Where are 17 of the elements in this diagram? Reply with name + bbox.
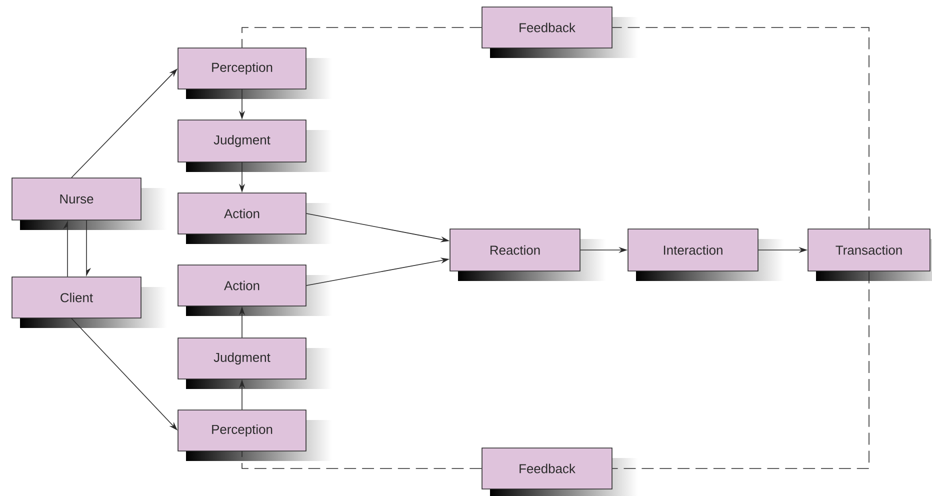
process-box: Action <box>178 264 306 306</box>
process-box: Feedback <box>482 6 612 48</box>
dashed-line <box>242 27 482 48</box>
process-box: Judgment <box>178 338 306 380</box>
process-box: Client <box>12 276 142 318</box>
process-box: Feedback <box>482 448 612 490</box>
process-box: Perception <box>178 410 306 452</box>
process-box: Interaction <box>628 228 758 272</box>
process-box: Nurse <box>12 178 142 220</box>
dashed-line <box>612 27 870 229</box>
process-box: Action <box>178 192 306 234</box>
process-box: Reaction <box>450 228 580 272</box>
dashed-line <box>242 451 482 469</box>
dashed-line <box>612 271 870 469</box>
process-box: Transaction <box>808 228 930 272</box>
process-box: Perception <box>178 48 306 90</box>
process-box: Judgment <box>178 120 306 162</box>
